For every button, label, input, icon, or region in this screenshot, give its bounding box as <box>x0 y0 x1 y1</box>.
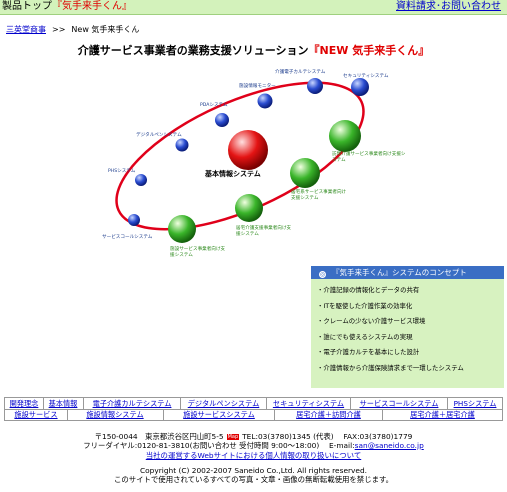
concept-title: 『気手来手くん』システムのコンセプト <box>332 268 467 277</box>
nav-link-basic-info[interactable]: 基本情報 <box>43 398 84 409</box>
concept-item: ・クレームの少ない介護サービス環境 <box>317 317 426 325</box>
facility-support-node-icon[interactable] <box>168 215 196 243</box>
concept-item: ・ITを駆使した介護作業の効率化 <box>317 301 413 310</box>
breadcrumb: 三英堂商事 >> New 気手来手くん <box>6 25 139 35</box>
system-diagram <box>115 78 369 243</box>
concept-list: ・介護記録の情報化とデータの共有 ・ITを駆使した介護作業の効率化 ・クレームの… <box>311 279 504 372</box>
footer-address: 〒150-0044 東京都渋谷区円山町5-5 <box>94 432 224 441</box>
product-name[interactable]: 『気手来手くん』 <box>52 1 132 12</box>
label-digital-pen[interactable]: デジタルペンシステム <box>136 133 182 138</box>
label-phs[interactable]: PHSシステム <box>108 169 136 174</box>
request-info-link[interactable]: 資料請求･お問い合わせ <box>396 1 501 12</box>
nav-link-service-call[interactable]: サービスコールシステム <box>351 398 448 409</box>
label-core-system[interactable]: 基本情報システム <box>205 170 261 178</box>
label-facility-monitor[interactable]: 施設情報モニター <box>239 84 276 89</box>
label-home-service-support[interactable]: 居宅系サービス事業者向け支援システム <box>291 190 347 201</box>
nav-link-facility-info[interactable]: 施設情報システム <box>67 409 164 420</box>
concept-item: ・誰にでも使えるシステムの実現 <box>317 332 413 341</box>
label-security[interactable]: セキュリティシステム <box>343 74 389 79</box>
nav-link-digital-pen[interactable]: デジタルペンシステム <box>181 398 267 409</box>
nav-link-facility-service-system[interactable]: 施設サービスシステム <box>164 409 275 420</box>
headline-text: 介護サービス事業者の業務支援ソリューション <box>77 44 309 57</box>
concept-header: ◎ 『気手来手くん』システムのコンセプト <box>311 266 504 279</box>
footer-notice: このサイトで使用されているすべての写真・文章・画像の無断転載使用を禁じます。 <box>113 475 394 484</box>
footer-tel: TEL:03(3780)1345 (代表) FAX:03(3780)1779 <box>242 432 413 441</box>
page-headline: 介護サービス事業者の業務支援ソリューション『NEW 気手来手くん』 <box>0 44 507 58</box>
concept-box: ◎ 『気手来手くん』システムのコンセプト ・介護記録の情報化とデータの共有 ・IT… <box>311 266 504 388</box>
nav-link-security[interactable]: セキュリティシステム <box>267 398 351 409</box>
label-pda[interactable]: PDAシステム <box>200 103 228 108</box>
label-service-call[interactable]: サービスコールシステム <box>102 235 153 240</box>
service-call-node-icon[interactable] <box>128 214 140 226</box>
privacy-policy-link[interactable]: 当社の運営するWebサイトにおける個人情報の取り扱いについて <box>145 451 362 460</box>
circle-bullet-icon: ◎ <box>319 271 326 278</box>
footer-copyright: Copyright (C) 2002-2007 Saneido Co.,Ltd.… <box>140 466 367 475</box>
nav-row-1: 開発理念 基本情報 電子介護カルテシステム デジタルペンシステム セキュリティシ… <box>4 397 503 410</box>
visit-care-support-node-icon[interactable] <box>329 120 361 152</box>
footer-freedial-line: フリーダイヤル:0120-81-3810(お問い合わせ 受付時間 9:00～18… <box>0 441 507 450</box>
label-facility-support[interactable]: 施設サービス事業者向け支援システム <box>170 247 226 258</box>
nav-link-facility-service[interactable]: 施設サービス <box>4 409 68 420</box>
home-care-support-node-icon[interactable] <box>235 194 263 222</box>
nav-link-medical-chart[interactable]: 電子介護カルテシステム <box>84 398 181 409</box>
breadcrumb-separator: >> <box>52 25 66 34</box>
map-badge[interactable]: Map <box>226 434 240 440</box>
core-system-ball-icon[interactable] <box>228 130 268 170</box>
nav-link-home-home-care[interactable]: 居宅介護＋居宅介護 <box>383 409 503 420</box>
label-home-care-support[interactable]: 居宅介護支援事業者向け支援システム <box>236 226 292 237</box>
nav-row-2: 施設サービス 施設情報システム 施設サービスシステム 居宅介護＋訪問介護 居宅介… <box>4 409 503 421</box>
concept-item: ・電子介護カルテを基本にした設計 <box>317 348 420 356</box>
product-prefix[interactable]: 製品トップ <box>2 1 52 12</box>
product-title[interactable]: 製品トップ『気手来手くん』 <box>2 1 132 13</box>
concept-item: ・介護情報から介護保険請求まで一環したシステム <box>317 363 464 372</box>
concept-item: ・介護記録の情報化とデータの共有 <box>317 286 420 294</box>
nav-link-home-visit-care[interactable]: 居宅介護＋訪問介護 <box>275 409 383 420</box>
footer-privacy-line: 当社の運営するWebサイトにおける個人情報の取り扱いについて <box>0 451 507 460</box>
label-visit-care-support[interactable]: 訪問介護サービス事業者向け支援システム <box>332 152 406 163</box>
security-node-icon[interactable] <box>351 78 369 96</box>
nav-link-concept[interactable]: 開発理念 <box>4 398 44 409</box>
footer-freedial: フリーダイヤル:0120-81-3810(お問い合わせ 受付時間 9:00～18… <box>83 441 355 450</box>
footer-email-link[interactable]: san@saneido.co.jp <box>354 441 424 450</box>
home-service-support-node-icon[interactable] <box>290 158 320 188</box>
top-bar: 製品トップ『気手来手くん』 資料請求･お問い合わせ <box>0 0 507 15</box>
facility-monitor-node-icon[interactable] <box>257 93 273 109</box>
breadcrumb-home-link[interactable]: 三英堂商事 <box>6 25 46 34</box>
label-medical-chart[interactable]: 介護電子カルテシステム <box>275 70 326 75</box>
pda-node-icon[interactable] <box>215 113 229 127</box>
nav-link-phs[interactable]: PHSシステム <box>448 398 503 409</box>
breadcrumb-current: New 気手来手くん <box>71 25 140 34</box>
headline-product: 『NEW 気手来手くん』 <box>308 44 430 57</box>
medical-chart-node-icon[interactable] <box>307 78 323 94</box>
digital-pen-node-icon[interactable] <box>175 138 189 152</box>
phs-node-icon[interactable] <box>135 174 147 186</box>
